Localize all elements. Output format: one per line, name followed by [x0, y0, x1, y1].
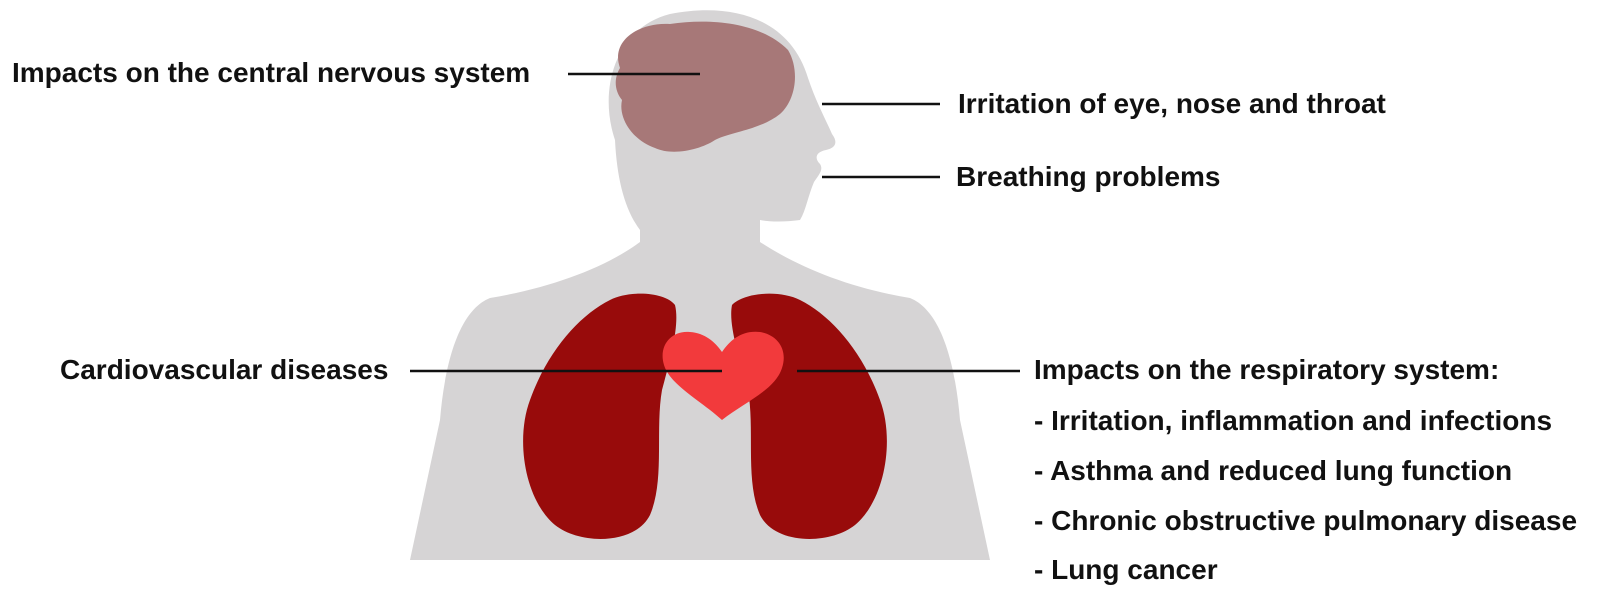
- label-central-nervous-system: Impacts on the central nervous system: [12, 59, 530, 87]
- label-respiratory-title: Impacts on the respiratory system:: [1034, 356, 1499, 384]
- label-eye-nose-throat: Irritation of eye, nose and throat: [958, 90, 1386, 118]
- respiratory-item: - Asthma and reduced lung function: [1034, 457, 1512, 485]
- label-cardiovascular: Cardiovascular diseases: [60, 356, 388, 384]
- label-breathing-problems: Breathing problems: [956, 163, 1220, 191]
- respiratory-item: - Chronic obstructive pulmonary disease: [1034, 507, 1577, 535]
- respiratory-item: - Lung cancer: [1034, 556, 1218, 584]
- respiratory-item: - Irritation, inflammation and infection…: [1034, 407, 1552, 435]
